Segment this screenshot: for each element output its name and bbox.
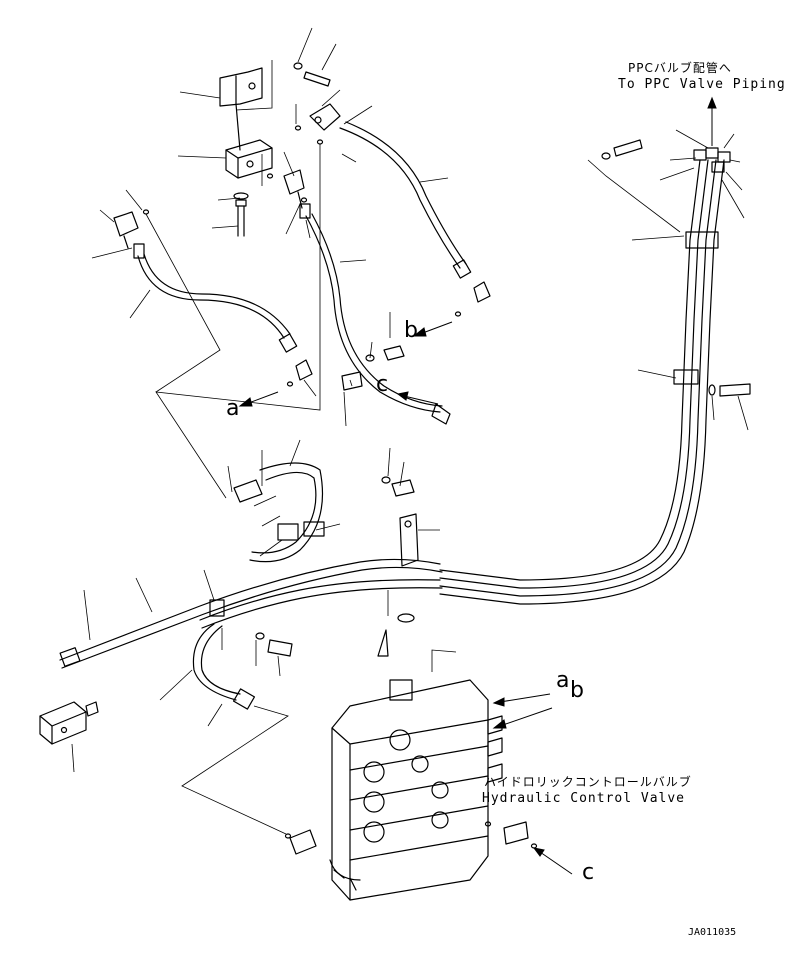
- ppc-hose-bundle: [439, 159, 725, 605]
- ppc-piping-label-jp: PPCバルブ配管へ: [628, 61, 732, 75]
- elbow-fitting-left: [113, 211, 139, 249]
- arrow-b-right: [492, 719, 507, 729]
- control-valve-label-jp: ハイドロリックコントロールバルブ: [484, 775, 692, 789]
- hose-upper-mid: [299, 203, 451, 425]
- ppc-piping-label-en: To PPC Valve Piping: [618, 77, 786, 92]
- hose-upper-left: [133, 243, 313, 381]
- ppc-fittings-top: [693, 147, 731, 173]
- arrow-b-upper: [412, 327, 427, 337]
- elbow-fitting-lower: [284, 829, 317, 855]
- arrows: [238, 96, 717, 875]
- hose-loop-center: [233, 462, 325, 563]
- callout-b-right: b: [570, 678, 584, 703]
- callout-b-upper: b: [404, 318, 418, 343]
- bolt-b-fitting: [365, 345, 405, 362]
- callout-a-right: a: [556, 668, 570, 693]
- callout-c-upper: c: [376, 372, 389, 397]
- arrow-c-lower: [532, 847, 545, 857]
- tee-fitting-top: [309, 103, 341, 131]
- bolt-upper: [233, 192, 249, 237]
- washer-bolt-top: [293, 62, 331, 87]
- arrow-a-right: [492, 697, 505, 707]
- arrow-up-ppc: [707, 96, 717, 109]
- bolt-center: [381, 476, 415, 497]
- hydraulic-control-valve: [329, 679, 503, 901]
- control-valve-label-en: Hydraulic Control Valve: [482, 791, 686, 806]
- elbow-fitting-mid: [283, 169, 305, 209]
- bolt-lower-center: [377, 613, 415, 657]
- arrow-c-upper: [396, 391, 409, 401]
- drawing-code: JA011035: [688, 927, 737, 938]
- hose-clamp-mid: [341, 371, 363, 391]
- hose-lower-left: [192, 623, 256, 710]
- block-lower-left: [39, 701, 99, 745]
- valve-block-upper: [225, 139, 273, 179]
- leader-lines: [71, 27, 749, 835]
- bolt-top-right: [601, 139, 643, 160]
- bolt-lower-mid: [255, 632, 293, 657]
- mounting-bracket: [219, 67, 263, 151]
- callout-a-left: a: [226, 396, 240, 421]
- bolt-right-mid: [708, 383, 751, 397]
- straight-fitting-lower: [484, 821, 538, 849]
- arrow-a-left: [238, 397, 253, 407]
- callout-c-lower: c: [582, 860, 595, 885]
- main-hose-run: [59, 558, 443, 669]
- hose-upper-right: [339, 121, 491, 303]
- clamp-bracket-center: [399, 513, 419, 567]
